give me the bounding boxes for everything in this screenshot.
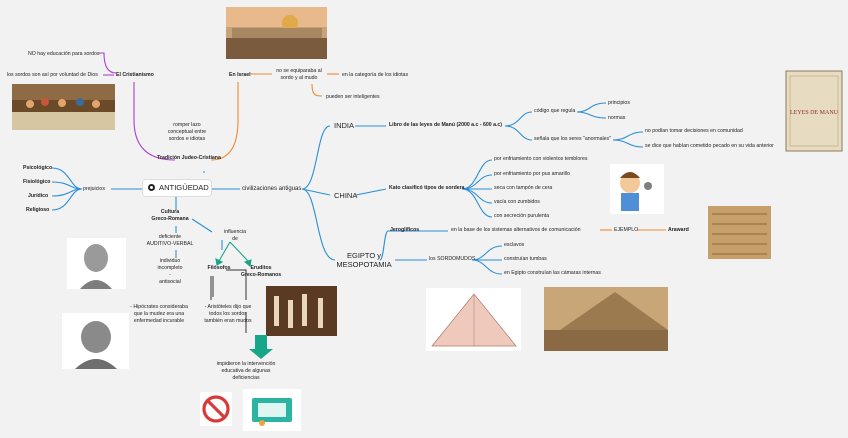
influencia-line-2: de	[232, 236, 238, 242]
ejemplo-text: EJEMPLO	[614, 227, 639, 233]
prejuicio-juridico[interactable]: Jurídico	[28, 193, 49, 199]
normas-text: normas	[608, 115, 626, 121]
tipo-sordera-4: vacía con zumbidos	[494, 199, 540, 205]
egipto-node-line-1[interactable]: EGIPTO y	[346, 251, 382, 260]
hipocrates-line-1: - Hipócrates consideraba	[130, 304, 188, 310]
eruditos-line-1[interactable]: Eruditos	[250, 265, 272, 271]
individuo-line-3: -	[169, 272, 171, 278]
aristotle-bust	[67, 238, 126, 289]
prejuicios-node[interactable]: prejuicios	[83, 186, 105, 192]
tipo-sordera-3: seca con tampón de cera	[494, 185, 553, 191]
tipo-sordera-1: por enfriamiento con violentos temblores	[494, 156, 588, 162]
kato-clasifico[interactable]: Kato clasificó tipos de sordera	[389, 185, 465, 191]
voluntad-dios-text: los sordos son así por voluntad de Dios	[7, 72, 98, 78]
romper-lazo-line-3: sordos e idiotas	[168, 136, 206, 142]
aristoteles-line-3: también eran mudos	[204, 318, 252, 324]
israel-node[interactable]: En Israel	[229, 72, 251, 78]
individuo-line-1: individuo	[159, 258, 181, 264]
prejuicio-fisiologico[interactable]: Fisiológico	[23, 179, 51, 185]
romper-lazo-line-1: romper lazo	[173, 122, 201, 128]
base-sistemas-text: en la base de los sistemas alternativos …	[451, 227, 581, 233]
manu-cover-title: LEYES DE MANU	[790, 110, 838, 116]
pueden-inteligentes-text: pueden ser inteligentes	[326, 94, 380, 100]
cristianismo-node[interactable]: El Cristianismo	[116, 72, 154, 78]
tipo-sordera-2: por enfriamiento por pus amarillo	[494, 171, 570, 177]
influencia-line-1: influencia	[224, 229, 246, 235]
no-educacion-text: NO hay educación para sordos	[28, 51, 100, 57]
hipocrates-line-3: enfermedad incurable	[133, 318, 185, 324]
hipocrates-line-2: que la mudez era una	[133, 311, 185, 317]
araward-text: Araward	[668, 227, 689, 233]
individuo-line-4: antisocial	[159, 279, 181, 285]
individuo-line-2: incompleto	[157, 265, 183, 271]
manu-book-cover	[785, 70, 843, 152]
impidieron-line-3: deficiencias	[232, 375, 260, 381]
no-decisiones-text: no podían tomar decisiones en comunidad	[645, 128, 743, 134]
equiparaba-line-2: sordo y al mudo	[280, 75, 318, 81]
deficiente-line-2: AUDITIVO-VERBAL	[146, 241, 194, 247]
equiparaba-line-1: no se equiparaba al	[276, 68, 322, 74]
prohibited-icon	[200, 392, 232, 426]
egipto-node-line-2[interactable]: MESOPOTAMIA	[336, 260, 392, 269]
eruditos-line-2[interactable]: Greco-Romanos	[240, 272, 282, 278]
camaras-internas-text: en Egipto construían las cámaras interna…	[504, 270, 601, 276]
tradicion-judeo-cristiana-node[interactable]: Tradición Judeo-Cristiana	[157, 155, 221, 161]
deficiente-line-1: deficiente	[158, 234, 182, 240]
tipo-sordera-5: con secreción purulenta	[494, 213, 550, 219]
cultura-line-1[interactable]: Cultura	[160, 209, 180, 215]
hippocrates-bust	[62, 313, 129, 369]
cultura-line-2[interactable]: Greco-Romana	[151, 216, 189, 222]
teal-down-arrow	[249, 335, 273, 359]
aristoteles-line-2: todos los sordos	[209, 311, 247, 317]
pecado-text: se dice que habían cometido pecado en su…	[645, 143, 774, 149]
esclavos-text: esclavos	[504, 242, 525, 248]
root-node-antiguedad[interactable]: ANTIGÜEDAD	[143, 180, 211, 196]
aristoteles-line-1: - Aristóteles dijo que	[204, 304, 252, 310]
pyramid-construction-painting	[544, 287, 668, 351]
principios-text: principios	[608, 100, 630, 106]
jerusalem-image	[226, 7, 327, 59]
prejuicio-religioso[interactable]: Religioso	[26, 207, 50, 213]
deaf-boy-illustration	[610, 164, 664, 214]
brain-icon	[148, 184, 155, 191]
sordomudos-node[interactable]: los SORDOMUDOS	[429, 256, 476, 262]
root-label: ANTIGÜEDAD	[159, 183, 209, 192]
last-supper-painting	[12, 84, 115, 130]
hieroglyph-tablet	[708, 206, 771, 259]
filosofos-node[interactable]: Filósofos	[207, 265, 231, 271]
china-node[interactable]: CHINA	[334, 191, 358, 200]
prejuicio-psicologico[interactable]: Psicológico	[23, 165, 53, 171]
impidieron-line-2: educativa de algunas	[221, 368, 271, 374]
categoria-idiotas-text: en la categoría de los idiotas	[342, 72, 409, 78]
romper-lazo-line-2: conceptual entre	[167, 129, 207, 135]
impidieron-line-1: impidieron la intervención	[216, 361, 276, 367]
libro-leyes-manu[interactable]: Libro de las leyes de Manú (2000 a.c - 6…	[389, 122, 503, 128]
codigo-regula: código que regula	[534, 108, 576, 114]
egyptian-procession-painting	[266, 286, 337, 336]
jeroglificos-node[interactable]: Jeroglíficos	[390, 227, 420, 233]
civilizaciones-antiguas-node[interactable]: civilizaciones antiguas	[242, 186, 302, 192]
india-node[interactable]: INDIA	[334, 121, 355, 130]
senala-anormales: señala que los seres "anormales"	[534, 136, 611, 142]
pyramid-diagram	[426, 288, 521, 351]
construian-tumbas-text: construían tumbas	[504, 256, 547, 262]
education-illustration	[243, 389, 301, 431]
